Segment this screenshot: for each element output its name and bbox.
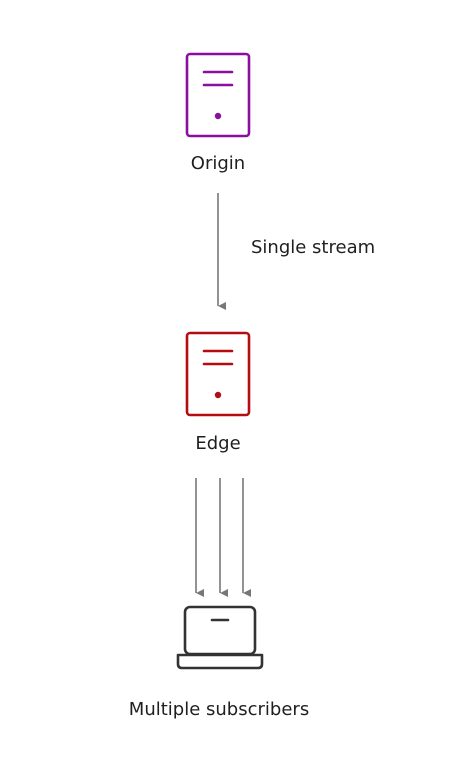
laptop-icon — [176, 605, 264, 670]
multiple-subscribers-label: Multiple subscribers — [128, 699, 310, 720]
edge-server-icon — [185, 331, 251, 417]
single-stream-label: Single stream — [251, 237, 376, 258]
edge-label: Edge — [195, 433, 241, 454]
origin-server-icon — [185, 52, 251, 138]
origin-label: Origin — [190, 153, 246, 174]
